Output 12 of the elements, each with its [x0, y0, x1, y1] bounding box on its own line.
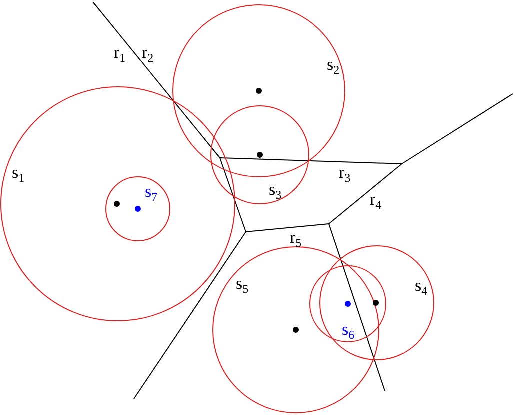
- site-label: s$_{1}$: [12, 164, 25, 181]
- site-label: r$_{1}$: [114, 44, 126, 61]
- site-label: s$_{2}$: [327, 56, 340, 73]
- site-label: s$_{5}$: [236, 275, 249, 292]
- site-label: r$_{5}$: [290, 229, 302, 246]
- site-label: s$_{4}$: [415, 277, 428, 294]
- site-label: r$_{3}$: [339, 164, 351, 181]
- site-label: r$_{2}$: [142, 44, 154, 61]
- site-label: s$_{6}$: [342, 321, 355, 338]
- site-label: s$_{7}$: [145, 183, 158, 200]
- site-label: r$_{4}$: [370, 191, 382, 208]
- site-label: s$_{3}$: [269, 181, 282, 198]
